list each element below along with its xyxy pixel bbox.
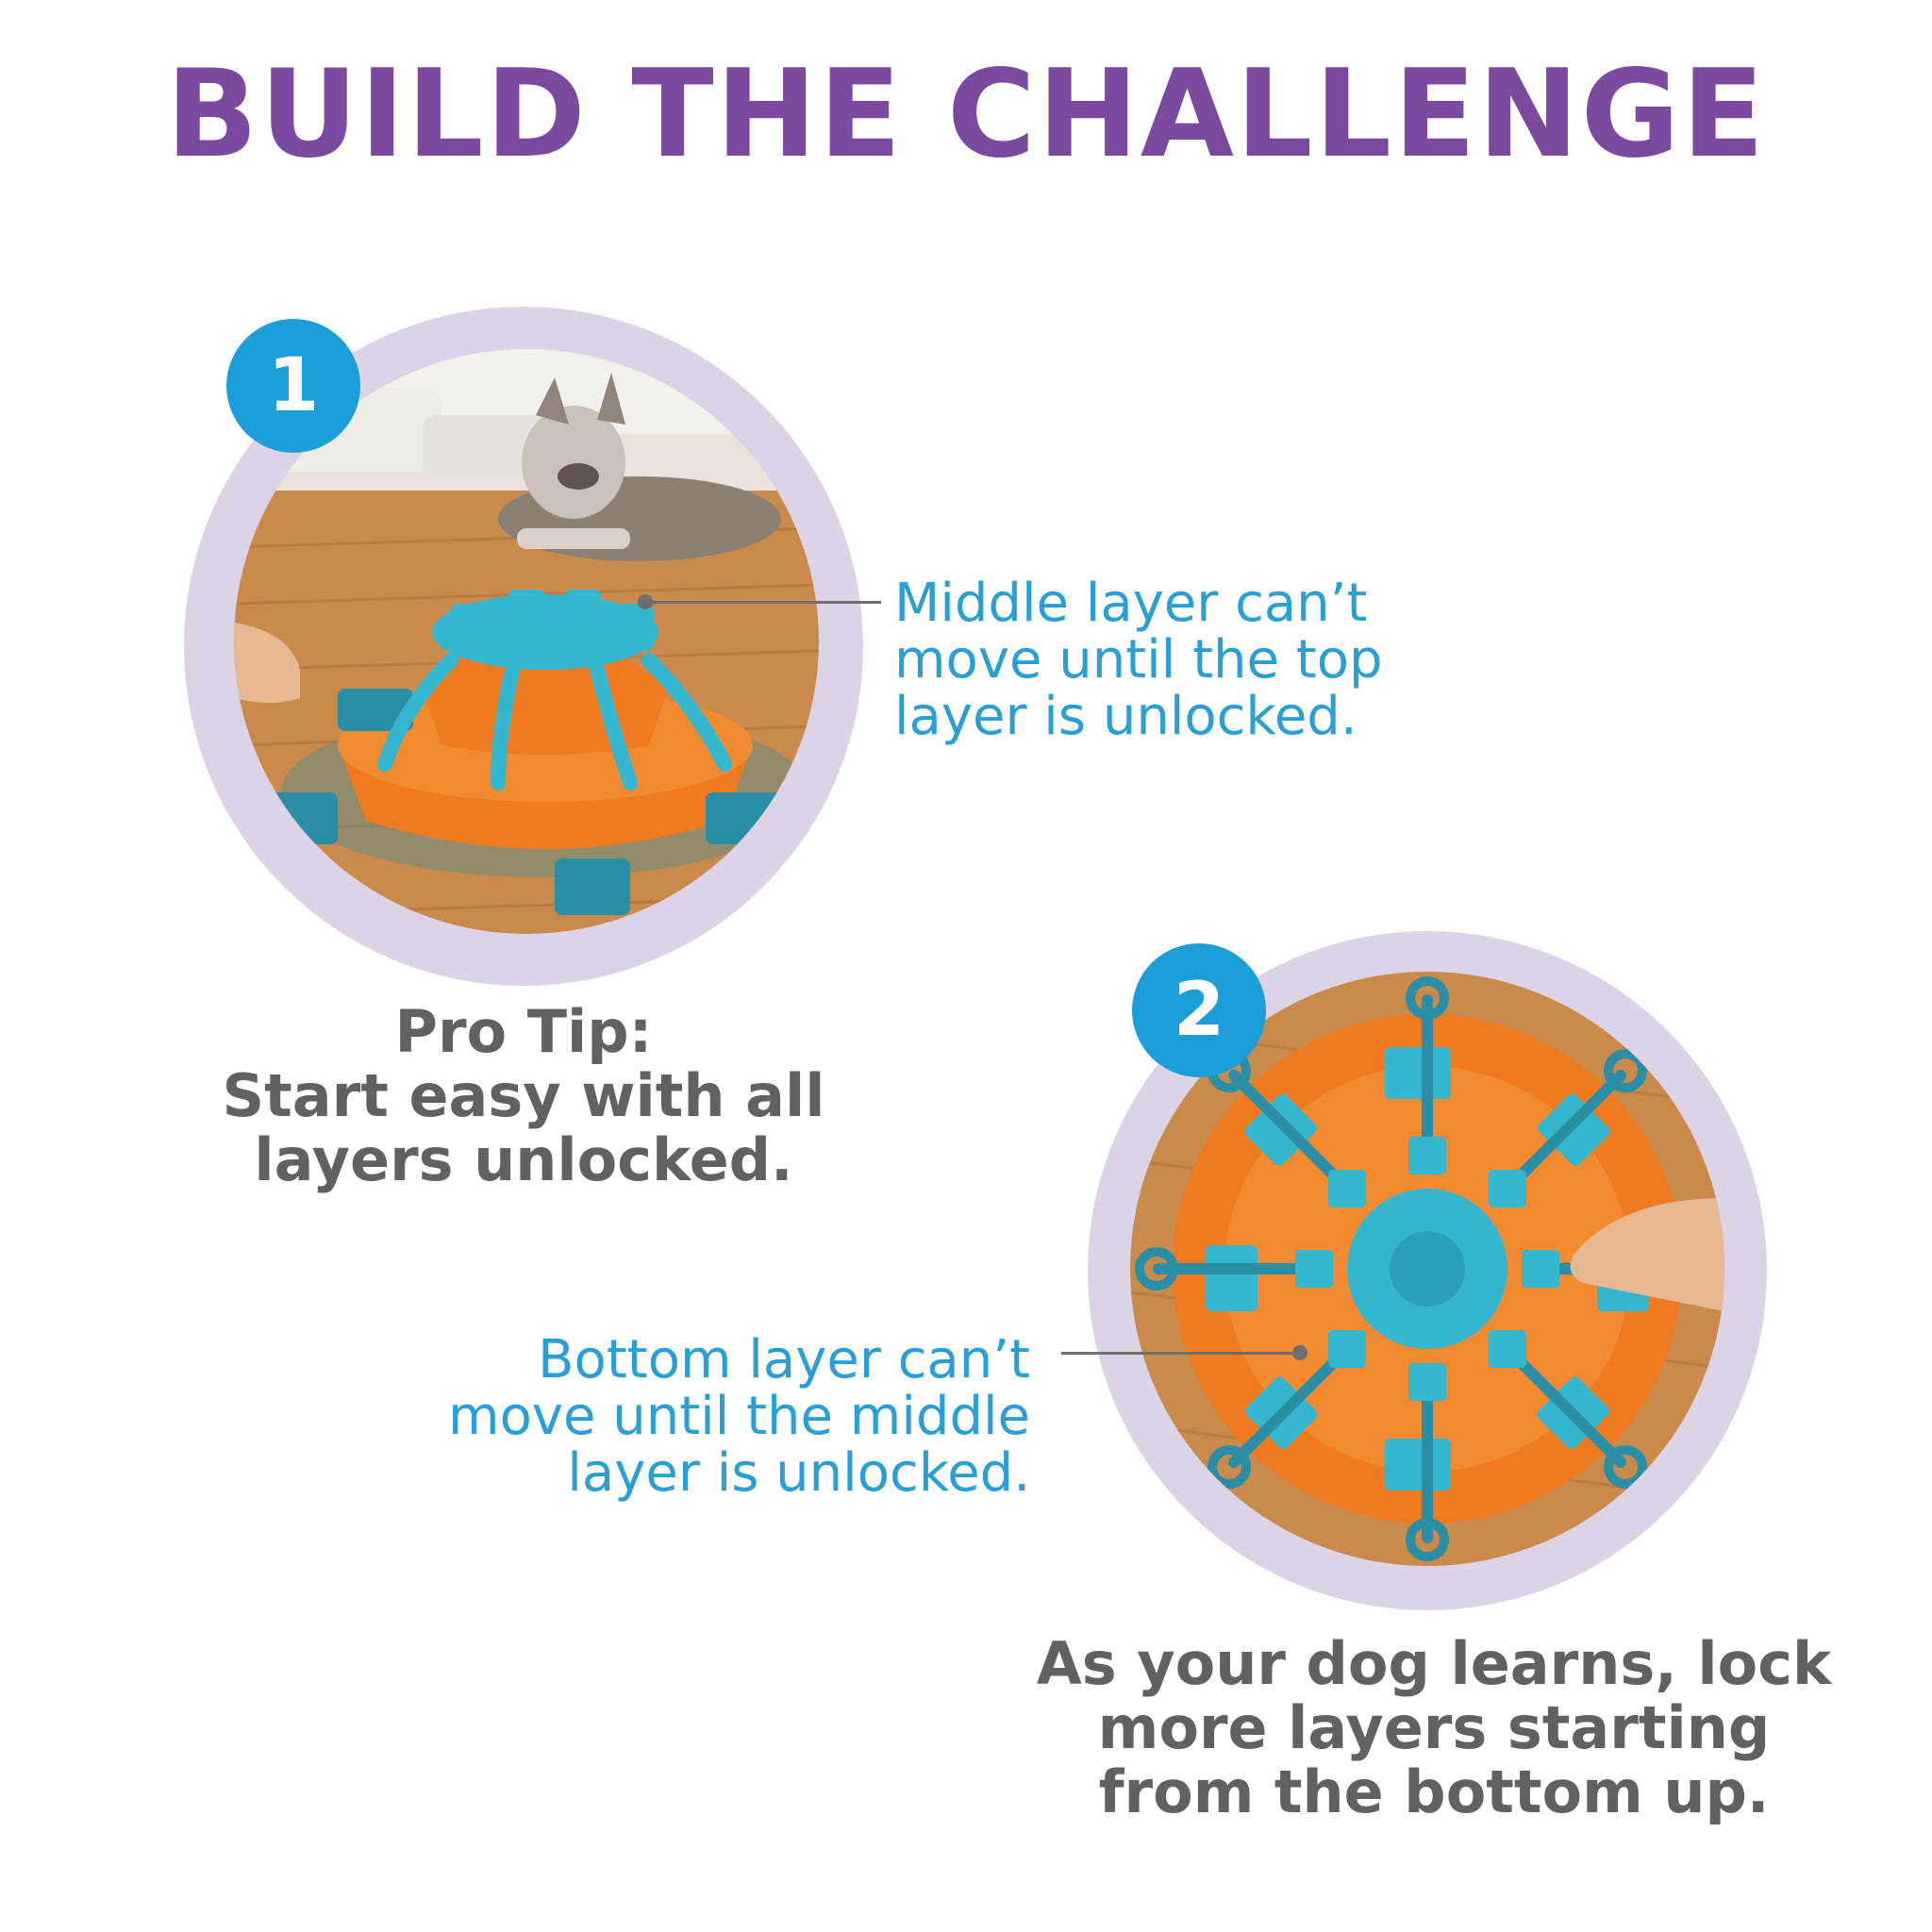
step1-pro-tip: Pro Tip: Start easy with all layers unlo…	[184, 1000, 863, 1192]
step1-callout-line-2: move until the top	[894, 629, 1383, 691]
step2-leader-line	[1061, 1352, 1301, 1355]
step2-photo-illustration	[1130, 972, 1724, 1566]
step2-callout-line-2: move until the middle	[448, 1386, 1030, 1447]
step2-leader-dot	[1292, 1345, 1307, 1360]
step2-tip-line-2: more layers starting	[1097, 1693, 1771, 1762]
step1-callout-line-1: Middle layer can’t	[894, 573, 1368, 634]
step2-photo-puzzle-toy-top-view	[1130, 972, 1724, 1566]
step2-callout-line-1: Bottom layer can’t	[538, 1329, 1030, 1391]
step1-tip-line-2: Start easy with all	[222, 1061, 825, 1130]
step1-number-badge: 1	[226, 319, 360, 453]
step1-leader-dot	[638, 594, 653, 609]
step2-tip-line-3: from the bottom up.	[1098, 1757, 1770, 1826]
step1-tip-line-1: Pro Tip:	[394, 997, 653, 1066]
step1-callout: Middle layer can’t move until the top la…	[894, 575, 1383, 745]
dog-figure	[498, 373, 781, 561]
step1-leader-line	[643, 601, 881, 604]
step2-callout: Bottom layer can’t move until the middle…	[358, 1332, 1030, 1502]
step1-callout-line-3: layer is unlocked.	[894, 686, 1357, 747]
step2-tip-line-1: As your dog learns, lock	[1036, 1629, 1832, 1698]
step2-tip: As your dog learns, lock more layers sta…	[991, 1632, 1877, 1824]
step2-callout-line-3: layer is unlocked.	[567, 1442, 1030, 1504]
step1-tip-line-3: layers unlocked.	[254, 1125, 793, 1194]
page-title: BUILD THE CHALLENGE	[165, 44, 1767, 185]
step2-number-badge: 2	[1132, 943, 1266, 1077]
